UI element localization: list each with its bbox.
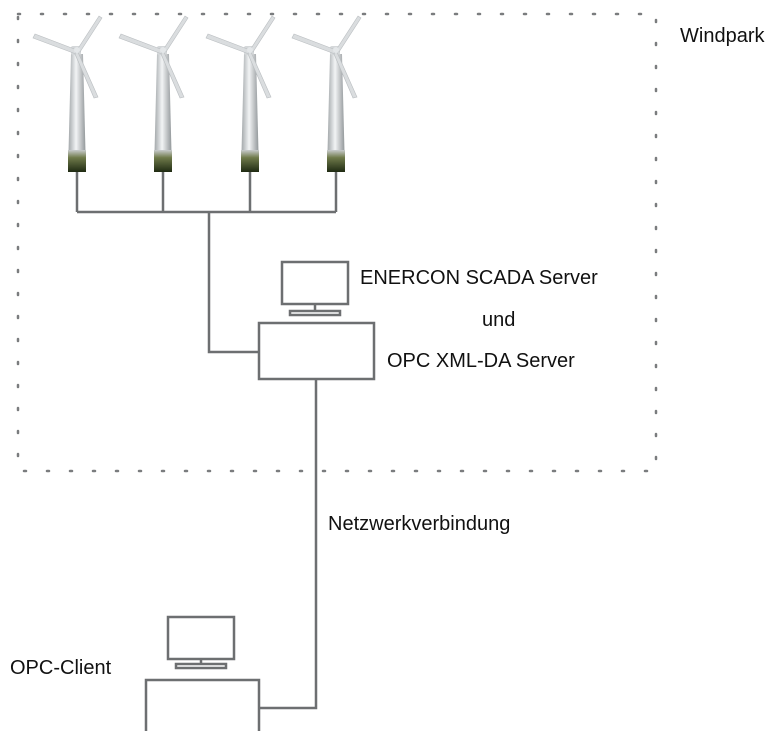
client-box — [144, 678, 261, 731]
monitor-icon — [166, 615, 236, 670]
server-label-line3: OPC XML-DA Server — [387, 350, 575, 372]
wind-turbine-icon — [291, 15, 362, 173]
client-label: OPC-Client — [10, 657, 112, 679]
wind-turbine-icon — [32, 15, 103, 173]
network-label: Netzwerkverbindung — [328, 513, 511, 535]
server-label-line2: und — [482, 309, 516, 331]
server-box — [257, 321, 376, 381]
windpark-label: Windpark — [680, 25, 765, 47]
turbine-connection-bus — [75, 172, 338, 354]
wind-turbine-icon — [205, 15, 276, 173]
monitor-icon — [280, 260, 350, 317]
network-connection-line — [259, 379, 318, 710]
server-label-line1: ENERCON SCADA Server — [360, 267, 598, 289]
wind-turbine-icon — [118, 15, 189, 173]
